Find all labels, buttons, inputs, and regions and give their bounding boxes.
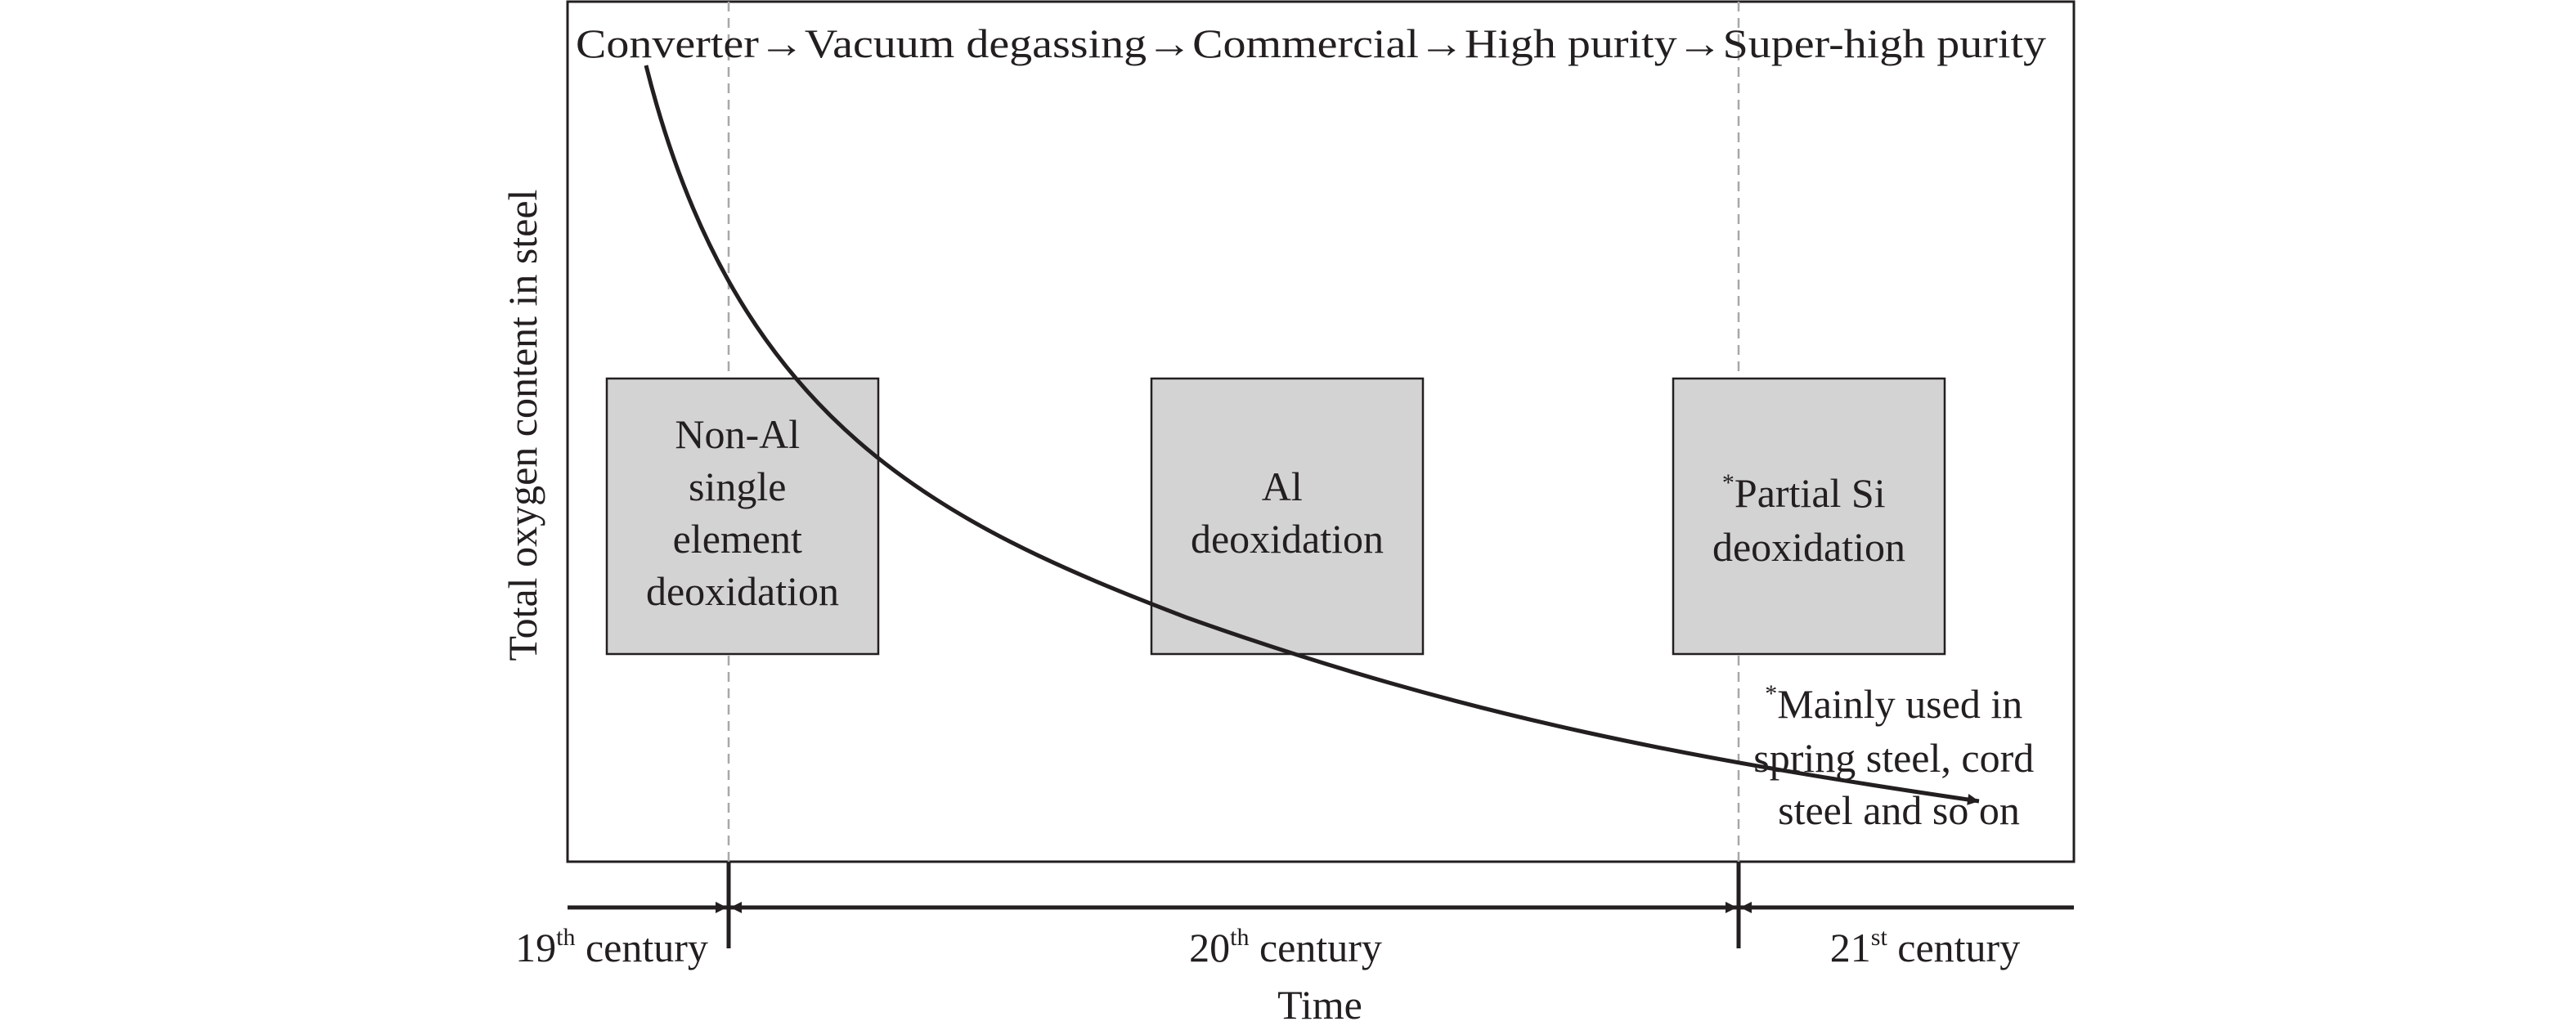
- box-non-al-label: Non-Al single element deoxidation: [646, 411, 839, 614]
- period-19th-century: 19th century: [515, 924, 708, 970]
- oxygen-curve: [644, 65, 1980, 805]
- box-al-label: Al deoxidation: [1191, 464, 1384, 562]
- period-20th-century: 20th century: [1189, 924, 1382, 970]
- period-21st-century: 21st century: [1830, 924, 2020, 970]
- box-partial-si-label: *Partial Si deoxidation: [1712, 469, 1905, 570]
- y-axis-label: Total oxygen content in steel: [500, 190, 545, 661]
- box-al: [1150, 377, 1425, 656]
- stages-header: Converter→Vacuum degassing→Commercial→Hi…: [576, 20, 2046, 66]
- box-non-al: [605, 377, 880, 656]
- plot-frame: [566, 0, 2076, 863]
- x-axis-label: Time: [1277, 982, 1362, 1028]
- footnote: *Mainly used in spring steel, cord steel…: [1753, 680, 2044, 833]
- box-partial-si: [1672, 377, 1946, 656]
